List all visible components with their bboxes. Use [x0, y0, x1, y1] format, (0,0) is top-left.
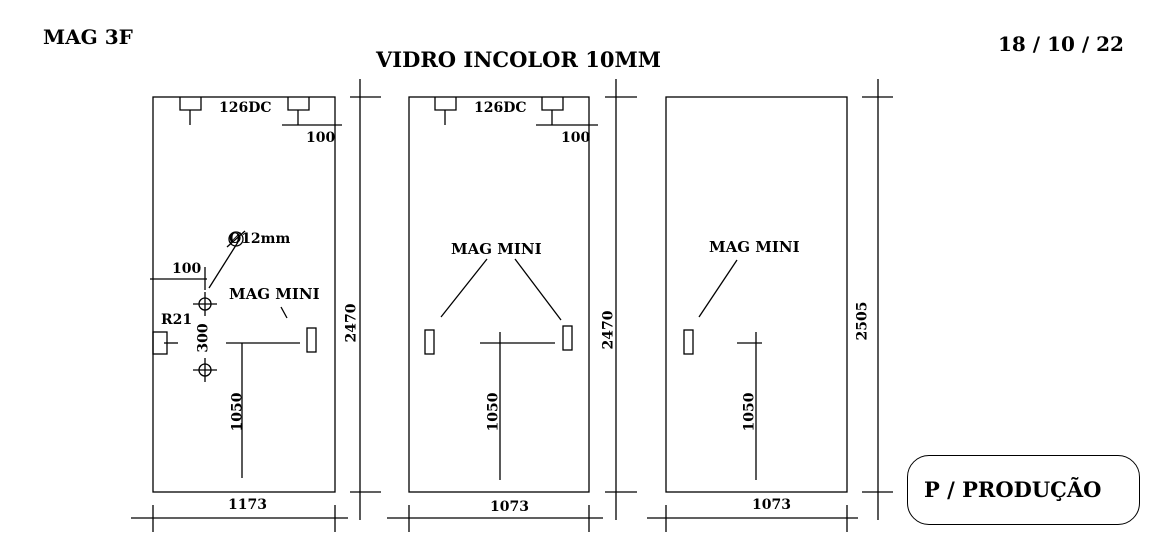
- panel-1-hole-offset: 100: [172, 261, 202, 277]
- glass-panel-1: [131, 79, 381, 532]
- panel-2-outline: [408, 96, 590, 493]
- panel-1-diameter-slash: [226, 230, 246, 248]
- panel-2-hinge-left: [434, 97, 457, 125]
- panel-3-handle-slot: [683, 329, 694, 355]
- panel-2-hinge-label: 126DC: [474, 100, 527, 116]
- panel-1-hinge-label: 126DC: [219, 100, 272, 116]
- panel-2-handle-leader-left: [440, 258, 488, 318]
- panel-1-handle-slot: [306, 327, 317, 353]
- panel-3-outline: [665, 96, 848, 493]
- panel-1-width: 1173: [228, 497, 267, 513]
- panel-2-handle-height: 1050: [485, 392, 502, 432]
- panel-1-radius-label: R21: [161, 312, 193, 328]
- production-stamp-label: P / PRODUÇÃO: [924, 477, 1102, 502]
- panel-1-hinge-right: [287, 97, 310, 125]
- production-stamp: P / PRODUÇÃO: [907, 455, 1140, 525]
- panel-1-outline: [152, 96, 336, 493]
- panel-1-hole-leader: [208, 241, 239, 289]
- panel-1-hinge-left: [179, 97, 202, 125]
- date-label: 18 / 10 / 22: [998, 32, 1124, 56]
- panel-3-width: 1073: [752, 497, 791, 513]
- panel-1-height: 2470: [343, 303, 360, 343]
- panel-1-handle-height: 1050: [229, 392, 246, 432]
- panel-1-hole-bottom: [193, 358, 217, 382]
- glass-panel-3: [647, 79, 893, 532]
- panel-1-diameter-symbol: [228, 231, 244, 247]
- panel-2-hinge-right: [541, 97, 564, 125]
- panel-2-hinge-offset: 100: [561, 130, 591, 146]
- panel-2-handle-slot-right: [562, 325, 573, 351]
- panel-1-handle-label: MAG MINI: [229, 285, 320, 303]
- panel-3-handle-label: MAG MINI: [709, 238, 800, 256]
- panel-3-height: 2505: [854, 301, 871, 341]
- glass-panel-2: [387, 79, 637, 532]
- panel-2-height: 2470: [600, 310, 617, 350]
- panel-1-hole-diameter: Ø12mm: [229, 231, 291, 247]
- panel-1-handle-leader: [280, 306, 288, 319]
- page-title: VIDRO INCOLOR 10MM: [376, 47, 661, 72]
- panel-2-handle-leader-right: [514, 258, 562, 321]
- panel-3-handle-leader: [698, 259, 738, 318]
- panel-1-hole-spacing: 300: [195, 323, 212, 353]
- panel-1-hole-top: [193, 292, 217, 316]
- panel-1-hinge-offset: 100: [306, 130, 336, 146]
- model-label: MAG 3F: [43, 25, 133, 49]
- panel-2-handle-label: MAG MINI: [451, 240, 542, 258]
- panel-2-width: 1073: [490, 499, 529, 515]
- panel-2-handle-slot-left: [424, 329, 435, 355]
- panel-3-handle-height: 1050: [741, 392, 758, 432]
